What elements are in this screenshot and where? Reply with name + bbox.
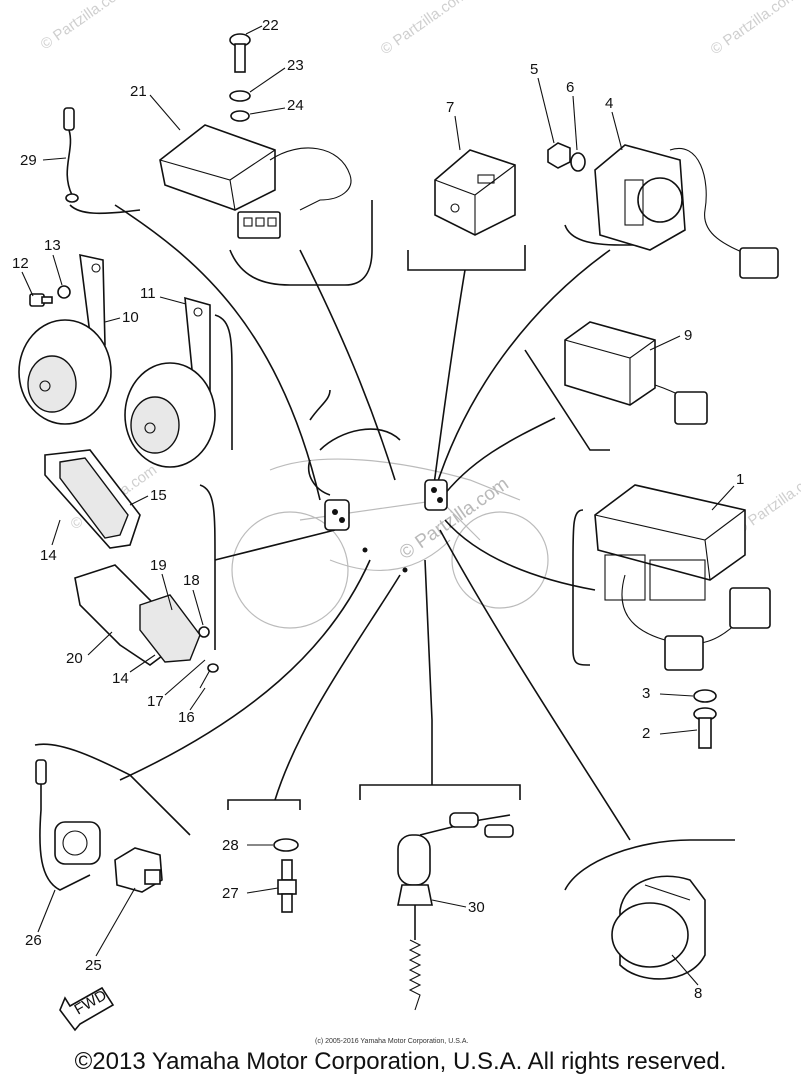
lens-icon bbox=[74, 564, 201, 666]
gasket-icon bbox=[273, 838, 299, 852]
leader-lines bbox=[114, 204, 631, 841]
part-label: 8 bbox=[694, 985, 702, 1002]
bracket-lines bbox=[34, 200, 735, 891]
part-label: 9 bbox=[684, 327, 692, 344]
part-label: 24 bbox=[287, 97, 304, 114]
watermark-center: © Partzilla.com bbox=[396, 473, 513, 564]
watermark: © Partzilla.com bbox=[38, 0, 131, 53]
part-label: 17 bbox=[147, 693, 164, 710]
cylinder-unit-icon bbox=[611, 875, 706, 980]
washer-icon bbox=[570, 152, 586, 172]
copyright-footer: ©2013 Yamaha Motor Corporation, U.S.A. A… bbox=[74, 1048, 727, 1075]
pressure-switch-icon bbox=[114, 847, 163, 893]
screw-icon bbox=[229, 33, 251, 73]
spark-plug-icon bbox=[277, 859, 297, 913]
part-label: 21 bbox=[130, 83, 147, 100]
part-label: 28 bbox=[222, 837, 239, 854]
part-label: 19 bbox=[150, 557, 167, 574]
bolt-icon bbox=[29, 293, 53, 307]
part-labels: 22 23 24 21 29 7 5 6 4 13 12 10 11 9 15 … bbox=[12, 17, 744, 1002]
part-label: 25 bbox=[85, 957, 102, 974]
flasher-relay-icon bbox=[434, 149, 516, 236]
washer-icon bbox=[693, 689, 717, 703]
neutral-switch-icon bbox=[397, 812, 514, 1011]
part-label: 22 bbox=[262, 17, 279, 34]
rectifier-regulator-icon bbox=[594, 484, 771, 671]
part-label: 23 bbox=[287, 57, 304, 74]
forward-arrow-icon: FWD bbox=[59, 987, 115, 1032]
wiring-harness-icon bbox=[324, 479, 448, 573]
relay-box-icon bbox=[159, 124, 352, 239]
starter-relay-icon bbox=[594, 144, 779, 279]
part-label: 30 bbox=[468, 899, 485, 916]
sensor-lead-icon bbox=[35, 759, 101, 891]
horn-icon bbox=[124, 296, 216, 468]
part-label: 14 bbox=[112, 670, 129, 687]
part-label: 14 bbox=[40, 547, 57, 564]
part-label: 20 bbox=[66, 650, 83, 667]
bolt-icon bbox=[693, 707, 717, 749]
reflector-icon bbox=[44, 449, 141, 549]
wire-lead-icon bbox=[63, 107, 79, 203]
part-label: 6 bbox=[566, 79, 574, 96]
washer-icon bbox=[198, 626, 210, 638]
watermark: © Partzilla.com bbox=[708, 0, 801, 58]
part-label: 11 bbox=[140, 285, 156, 302]
washer-icon bbox=[230, 110, 250, 122]
fine-print: (c) 2005-2016 Yamaha Motor Corporation, … bbox=[315, 1038, 468, 1045]
part-label: 13 bbox=[44, 237, 61, 254]
part-label: 26 bbox=[25, 932, 42, 949]
part-label: 3 bbox=[642, 685, 650, 702]
part-label: 15 bbox=[150, 487, 167, 504]
part-label: 2 bbox=[642, 725, 650, 742]
part-label: 18 bbox=[183, 572, 200, 589]
watermark: © Partzilla.com bbox=[378, 0, 471, 58]
nut-icon bbox=[547, 142, 571, 169]
washer-icon bbox=[57, 285, 71, 299]
part-label: 7 bbox=[446, 99, 454, 116]
part-label: 12 bbox=[12, 255, 29, 272]
horn-icon bbox=[18, 253, 112, 425]
washer-icon bbox=[229, 90, 251, 102]
part-label: 1 bbox=[736, 471, 744, 488]
part-label: 5 bbox=[530, 61, 538, 78]
part-label: 10 bbox=[122, 309, 139, 326]
screw-icon bbox=[199, 663, 219, 689]
part-label: 4 bbox=[605, 95, 613, 112]
part-label: 29 bbox=[20, 152, 37, 169]
part-label: 27 bbox=[222, 885, 239, 902]
part-label: 16 bbox=[178, 709, 195, 726]
control-unit-icon bbox=[564, 321, 708, 425]
